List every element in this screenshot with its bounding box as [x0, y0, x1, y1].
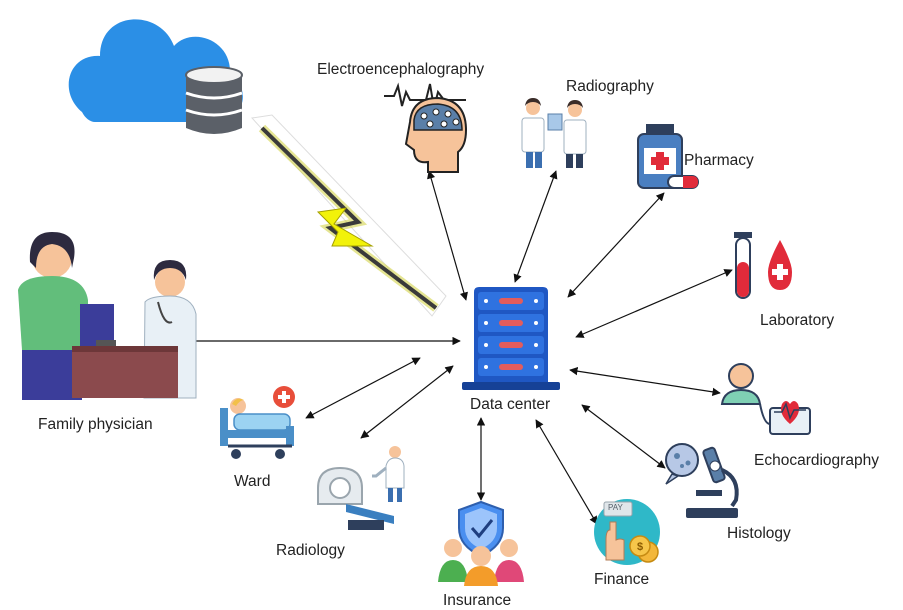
arrow-laboratory — [575, 269, 733, 338]
arrow-finance — [535, 419, 598, 525]
label-ward: Ward — [234, 473, 271, 490]
label-data-center: Data center — [470, 396, 551, 413]
finance-payment-icon: $ — [594, 499, 660, 565]
lightning-bolt-icon — [251, 114, 447, 317]
arrow-radiography — [513, 170, 558, 283]
eeg-head-icon — [384, 82, 468, 173]
label-histology: Histology — [727, 525, 791, 542]
radiography-doctors-icon — [521, 98, 587, 168]
insurance-shield-icon — [438, 500, 524, 586]
connector-arrows — [187, 170, 733, 525]
label-radiology: Radiology — [276, 542, 345, 559]
label-laboratory: Laboratory — [760, 312, 835, 329]
arrow-echocardiography — [569, 366, 721, 397]
laboratory-blood-icon — [734, 232, 792, 299]
radiology-scanner-icon — [317, 446, 405, 530]
arrow-histology — [581, 404, 666, 469]
cloud-database-icon — [68, 19, 243, 134]
echocardiography-icon — [720, 363, 811, 435]
svg-text:$: $ — [637, 541, 643, 553]
arrow-eeg — [427, 170, 468, 301]
finance-pay-badge: PAY — [608, 503, 623, 512]
label-radiography: Radiography — [566, 78, 654, 95]
ward-bed-icon — [220, 386, 295, 459]
family-physician-icon — [18, 232, 197, 400]
pharmacy-medicine-icon — [637, 124, 699, 189]
arrow-pharmacy — [567, 192, 665, 298]
label-family-physician: Family physician — [38, 416, 153, 433]
histology-microscope-icon — [665, 443, 739, 518]
arrow-ward — [305, 357, 421, 419]
label-insurance: Insurance — [443, 592, 512, 609]
data-center-server-icon — [462, 287, 560, 390]
label-pharmacy: Pharmacy — [684, 152, 754, 169]
label-finance: Finance — [594, 571, 650, 588]
label-echocardiography: Echocardiography — [754, 452, 879, 469]
label-electroencephalography: Electroencephalography — [317, 61, 485, 78]
arrow-radiology — [360, 365, 454, 439]
